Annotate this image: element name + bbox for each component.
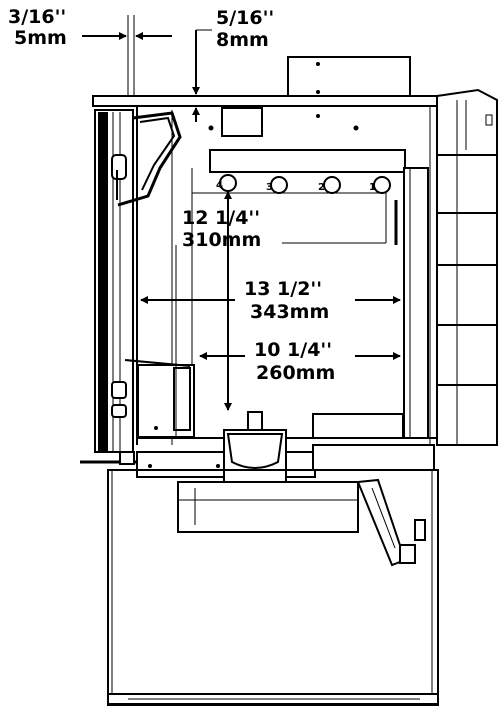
burner-port-2-label: 2 [318,182,325,193]
front-door [94,109,134,453]
air-wash-baffle [117,111,182,207]
burner-port-1-icon [373,176,391,194]
control-bracket [124,359,195,438]
firebox-width-metric: 343mm [250,301,329,323]
burner-port-3-label: 3 [266,182,273,193]
right-side-panels [436,88,498,446]
dimension-top-gap: 5/16'' 8mm [192,7,274,122]
burner-cup [223,411,287,483]
pedestal-base [107,469,439,706]
upper-log-bar [209,149,406,173]
burner-port-4-label: 4 [216,180,223,191]
firebox-body [136,106,438,445]
burner-port-2-icon [323,176,341,194]
burner-ports: 4 3 2 1 [216,174,391,194]
top-gap-metric: 8mm [216,29,269,51]
right-post [403,167,429,439]
valve-assembly [177,478,426,567]
lower-width-metric: 260mm [256,362,335,384]
lower-log-block [312,413,404,439]
dimension-lower-width: 10 1/4'' 260mm [199,339,401,384]
flue-collar [287,56,411,100]
burner-port-3-icon [270,176,288,194]
glass-gap-metric: 5mm [14,27,67,49]
burner-depth-metric: 310mm [182,229,261,251]
top-plate [92,95,450,107]
burner-port-1-label: 1 [369,182,376,193]
glass-gap-imperial: 3/16'' [8,6,66,28]
lower-width-imperial: 10 1/4'' [254,339,332,361]
firebox-width-imperial: 13 1/2'' [244,278,322,300]
top-gap-imperial: 5/16'' [216,7,274,29]
dimension-firebox-width: 13 1/2'' 343mm [140,278,401,323]
dimension-glass-gap: 3/16'' 5mm [8,6,172,96]
burner-depth-imperial: 12 1/4'' [182,207,260,229]
dimension-burner-depth: 12 1/4'' 310mm [175,191,386,436]
